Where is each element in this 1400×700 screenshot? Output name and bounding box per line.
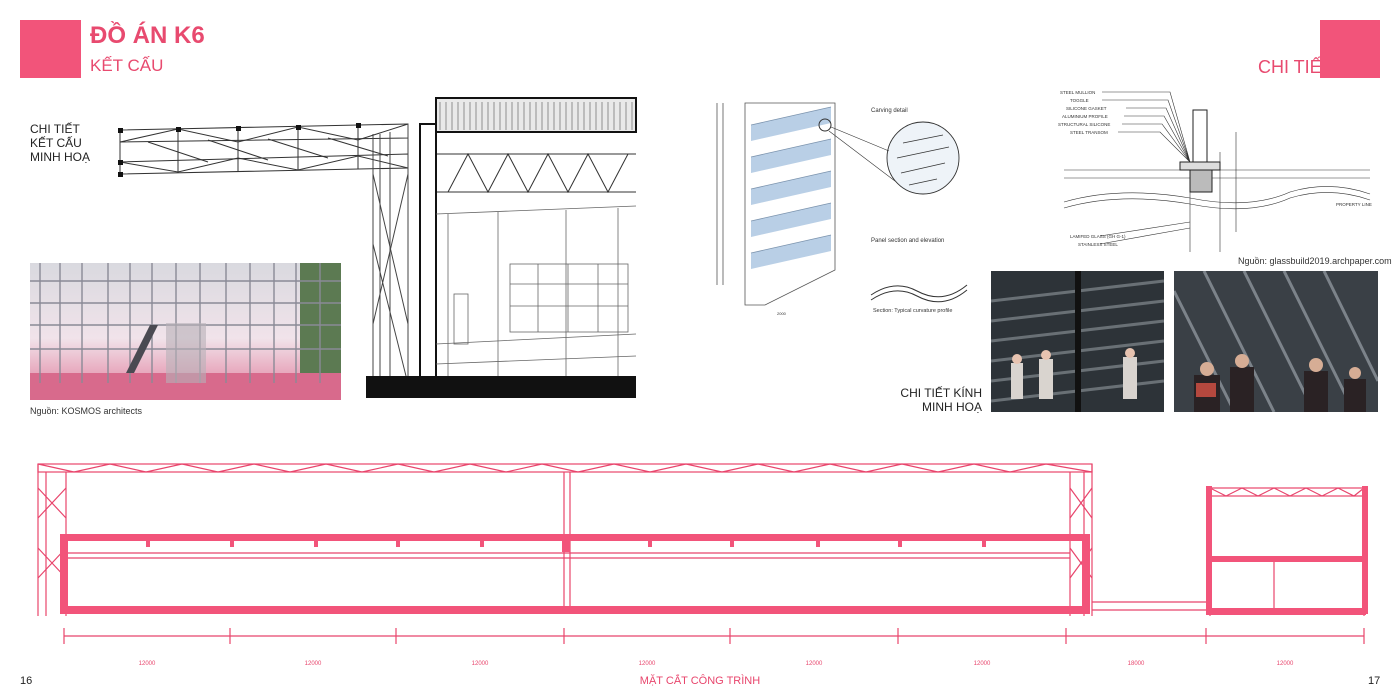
label-steel-mullion: STEEL MULLION: [1060, 90, 1095, 95]
glass-caption-line-1: CHI TIẾT KÍNH: [900, 386, 982, 400]
label-laminated-glass: LAMIFED GLASS (GH G-1): [1070, 234, 1126, 239]
label-property-line: PROPERTY LINE: [1336, 202, 1372, 207]
header-block-left: [20, 20, 81, 78]
glassbuild-source: Nguồn: glassbuild2019.archpaper.com: [1238, 256, 1392, 266]
caption-line-2: KẾT CẤU: [30, 136, 82, 150]
dimension-3: 12000: [472, 661, 489, 667]
curvature-profile-label: Section: Typical curvature profile: [873, 308, 952, 314]
carving-detail-label: Carving detail: [871, 108, 908, 114]
page-subtitle: KẾT CẤU: [90, 56, 164, 75]
section-title: MẶT CẮT CÔNG TRÌNH: [639, 675, 761, 687]
panel-section-label: Panel section and elevation: [871, 238, 944, 244]
page-number-right: 17: [1368, 675, 1381, 687]
label-stainless-steel: STAINLESS STEEL: [1078, 242, 1118, 247]
glass-panel-drawing: Carving detail Panel section and elevati…: [716, 102, 968, 316]
mullion-detail-drawing: STEEL MULLION TOGGLE SILICONE GASKET ALU…: [1058, 90, 1372, 252]
building-section-drawing: 12000 12000 12000 12000 12000 12000 1800…: [37, 463, 1368, 667]
dimension-6: 12000: [974, 661, 991, 667]
label-structural-silicone: STRUCTURAL SILICONE: [1058, 122, 1110, 127]
label-steel-transom: STEEL TRANSOM: [1070, 130, 1108, 135]
label-toggle: TOGGLE: [1070, 98, 1089, 103]
glass-caption-line-2: MINH HOẠ: [922, 400, 982, 414]
kosmos-source: Nguồn: KOSMOS architects: [30, 406, 143, 416]
dimension-5: 12000: [806, 661, 823, 667]
page-title: ĐỒ ÁN K6: [90, 22, 205, 49]
header-block-right: [1320, 20, 1380, 78]
section-label-right: CHI TIẾT: [1258, 57, 1333, 77]
caption-line-3: MINH HOẠ: [30, 150, 90, 164]
glass-facade-photo-2: [1174, 271, 1378, 412]
dimension-1: 12000: [139, 661, 156, 667]
label-aluminium-profile: ALUMINIUM PROFILE: [1062, 114, 1108, 119]
glass-facade-photo-1: [991, 271, 1164, 412]
structure-axonometric-drawing: [118, 97, 637, 398]
dimension-8: 12000: [1277, 661, 1294, 667]
kosmos-pavilion-photo: [30, 263, 341, 400]
dimension-2: 12000: [305, 661, 322, 667]
glass-caption: CHI TIẾT KÍNH MINH HOẠ: [895, 386, 982, 414]
label-silicone-gasket: SILICONE GASKET: [1066, 106, 1107, 111]
dimension-label: 2000: [777, 311, 787, 316]
caption-line-1: CHI TIẾT: [30, 122, 80, 136]
structure-caption: CHI TIẾT KẾT CẤU MINH HOẠ: [30, 122, 90, 164]
dimension-4: 12000: [639, 661, 656, 667]
dimension-7: 18000: [1128, 661, 1145, 667]
page-number-left: 16: [20, 675, 33, 687]
